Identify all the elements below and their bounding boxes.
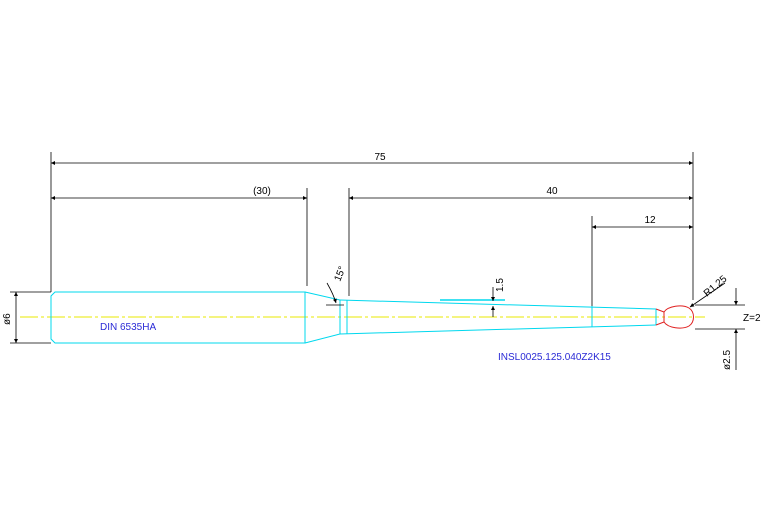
ball-tip — [655, 305, 694, 329]
dim-z-label: Z=2 — [743, 313, 761, 324]
dim-taper-angle: 15° — [333, 265, 349, 283]
dim-shank-length: (30) — [253, 186, 271, 197]
dim-tip-length: 12 — [644, 215, 656, 226]
dim-neck-taper: 1.5 — [495, 278, 506, 292]
standard-label: DIN 6535HA — [100, 322, 156, 333]
dim-neck-length: 40 — [546, 186, 558, 197]
dim-tip-radius: R1.25 — [702, 273, 730, 299]
dim-tip-diameter: ø2.5 — [722, 350, 733, 370]
part-number-label: INSL0025.125.040Z2K15 — [498, 352, 611, 363]
dimension-lines — [10, 152, 745, 370]
dim-overall-length: 75 — [374, 152, 386, 163]
dim-shank-diameter: ø6 — [2, 313, 13, 325]
